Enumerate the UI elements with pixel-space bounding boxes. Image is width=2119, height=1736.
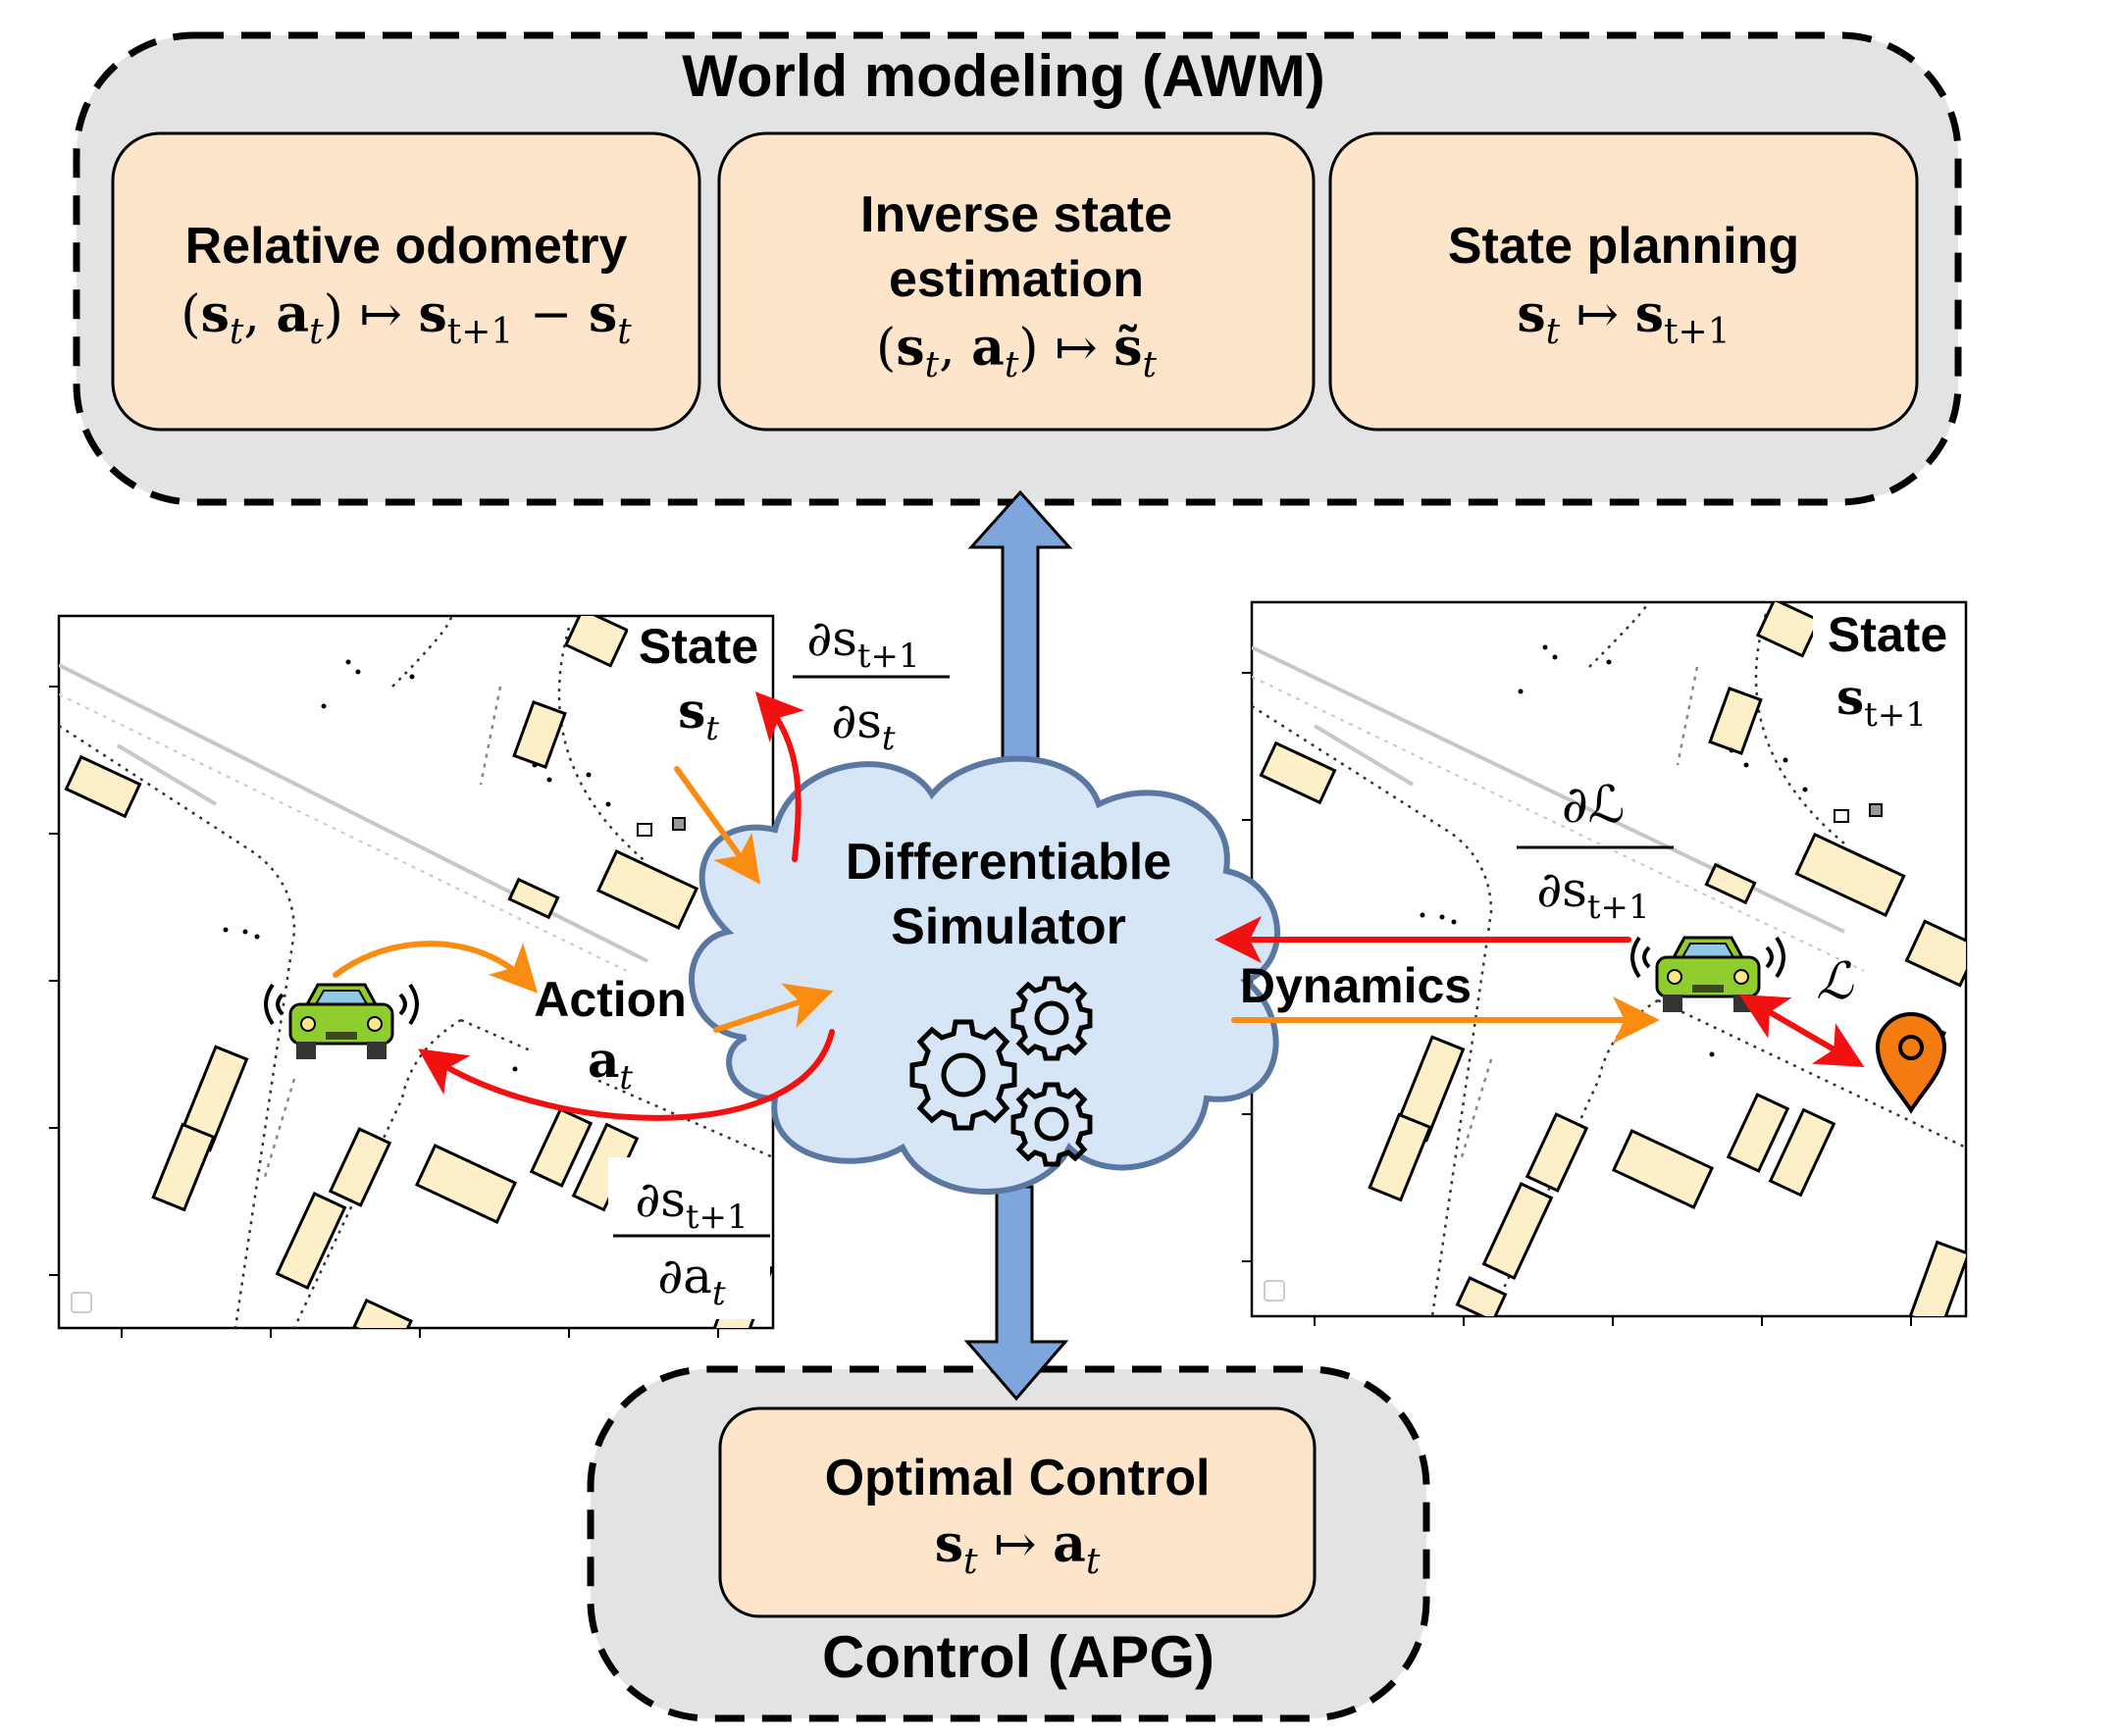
- inverse-state-formula: (st, at) ↦ s̃t: [876, 318, 1158, 385]
- right-buildings: [1259, 602, 1966, 1316]
- arrow-sim-to-ds-ds: [754, 691, 804, 862]
- inverse-state-estimation-box: Inverse state estimation (st, at) ↦ s̃t: [717, 131, 1316, 432]
- svg-text:∂st+1: ∂st+1: [806, 610, 919, 676]
- optimal-control-formula: st ↦ at: [935, 1514, 1101, 1582]
- left-state-label: State: [639, 619, 758, 674]
- relative-odometry-formula: (st, at) ↦ st+1 − st: [181, 284, 632, 352]
- svg-text:∂st+1: ∂st+1: [1536, 861, 1649, 927]
- world-modeling-panel: World modeling (AWM) Relative odometry (…: [73, 31, 1962, 506]
- arrow-car-to-action: [333, 941, 539, 994]
- left-map: State st Action at ∂st+1 ∂at: [49, 614, 775, 1338]
- simulator-line2: Simulator: [891, 898, 1126, 955]
- simulator-cloud: Differentiable Simulator: [689, 755, 1281, 1195]
- svg-text:∂st+1: ∂st+1: [635, 1171, 748, 1237]
- loss-double-arrow: [1738, 994, 1865, 1068]
- gradient-arrows: [333, 691, 1660, 1121]
- blue-arrow-down: [963, 1185, 1069, 1402]
- optimal-control-title: Optimal Control: [825, 1450, 1211, 1506]
- state-planning-box: State planning st ↦ st+1: [1328, 131, 1919, 432]
- world-modeling-title: World modeling (AWM): [682, 43, 1324, 109]
- svg-text:∂st: ∂st: [831, 692, 896, 758]
- relative-odometry-box: Relative odometry (st, at) ↦ st+1 − st: [111, 131, 701, 432]
- left-action-label: Action: [534, 972, 687, 1027]
- left-state-symbol: st: [678, 682, 719, 748]
- dynamics-label: Dynamics: [1240, 958, 1472, 1013]
- svg-text:∂ℒ: ∂ℒ: [1562, 776, 1625, 835]
- right-grad-dl-ds: ∂ℒ ∂st+1: [1517, 776, 1674, 927]
- state-planning-title: State planning: [1448, 218, 1799, 275]
- right-map: State st+1 ∂ℒ ∂st+1 ℒ: [1242, 600, 1968, 1326]
- left-grad-ds-da: ∂st+1 ∂at: [613, 1171, 770, 1313]
- state-planning-formula: st ↦ st+1: [1517, 284, 1730, 352]
- inverse-state-title-line2: estimation: [889, 251, 1144, 308]
- control-panel: Optimal Control st ↦ at Control (APG): [587, 1365, 1430, 1722]
- loss-symbol: ℒ: [1816, 952, 1854, 1011]
- left-action-symbol: at: [588, 1031, 633, 1098]
- grad-ds-ds: ∂st+1 ∂st: [793, 610, 950, 758]
- left-car-icon: [264, 983, 419, 1059]
- relative-odometry-title: Relative odometry: [185, 218, 628, 275]
- goal-pin-icon: [1875, 1012, 1947, 1114]
- simulator-line1: Differentiable: [846, 834, 1171, 891]
- gears-icon: [909, 976, 1093, 1167]
- right-state-label: State: [1828, 607, 1947, 662]
- arrow-state-to-sim: [674, 766, 761, 885]
- right-state-symbol: st+1: [1836, 668, 1927, 735]
- svg-text:∂at: ∂at: [657, 1248, 726, 1313]
- control-title: Control (APG): [822, 1624, 1215, 1690]
- optimal-control-box: Optimal Control st ↦ at: [718, 1406, 1317, 1618]
- inverse-state-title-line1: Inverse state: [860, 186, 1172, 243]
- arrow-sim-to-car: [418, 1029, 835, 1121]
- arrow-action-to-sim: [713, 983, 834, 1033]
- left-buildings: [64, 616, 773, 1328]
